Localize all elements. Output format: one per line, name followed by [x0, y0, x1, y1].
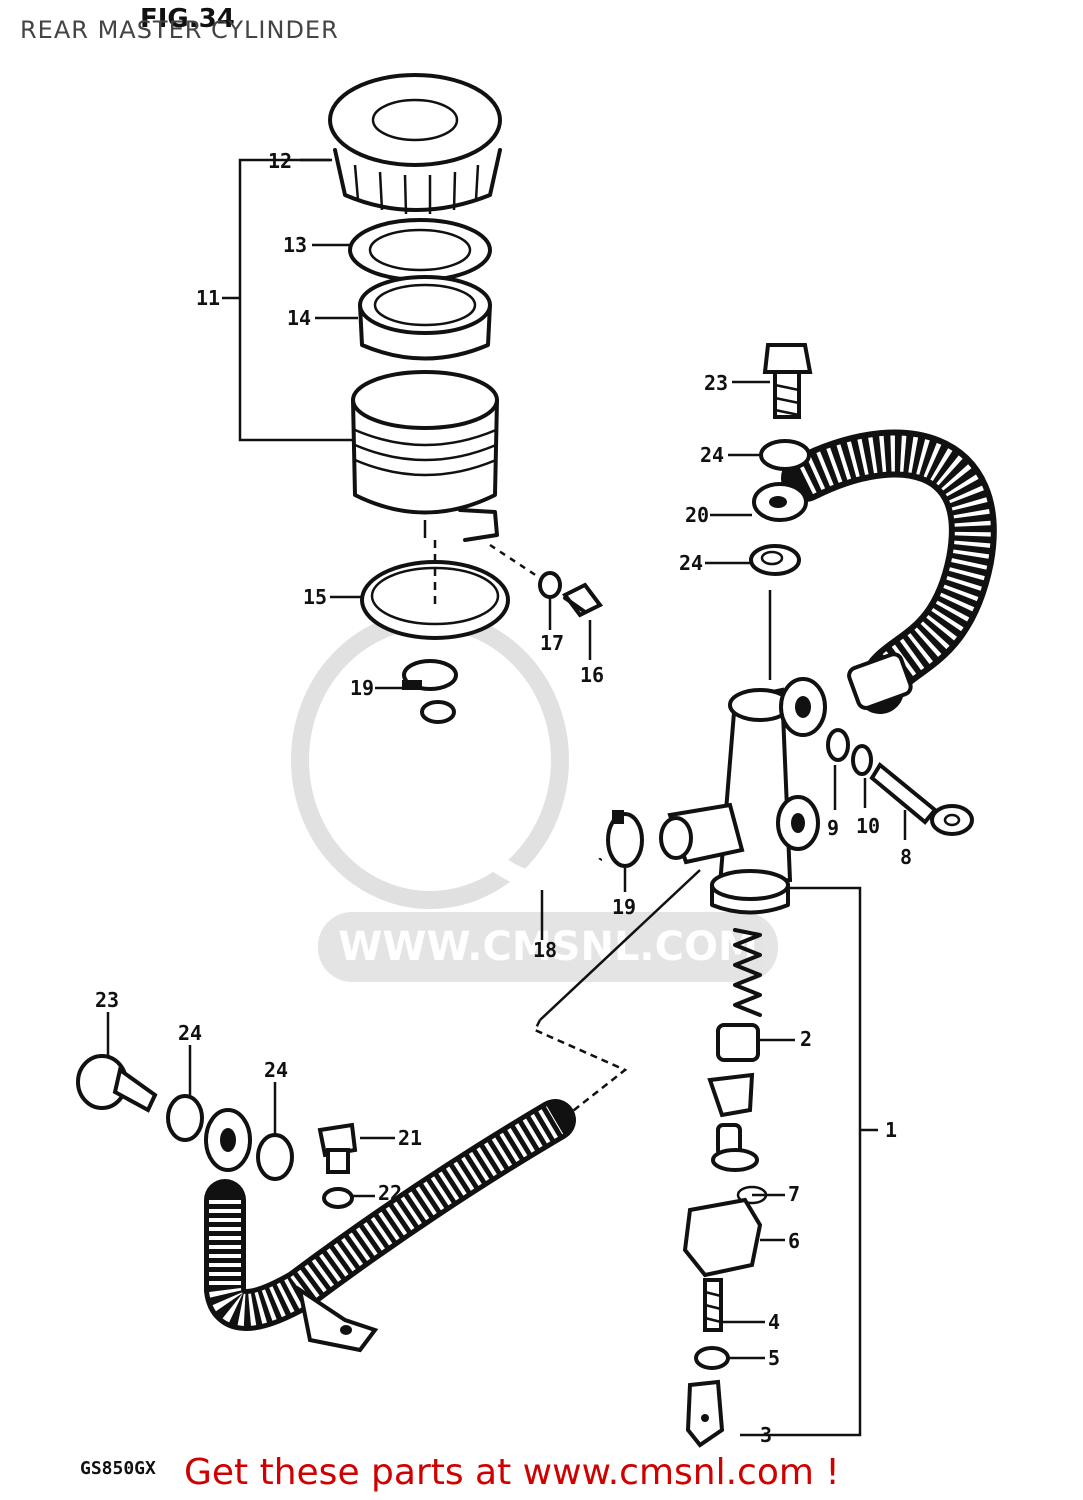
callout-22: 22 [378, 1181, 402, 1205]
reservoir-cap-part [328, 73, 502, 215]
master-cylinder-body-part [659, 677, 827, 915]
washer-17-part [538, 571, 562, 599]
callout-10: 10 [856, 814, 880, 838]
callout-15: 15 [303, 585, 327, 609]
banjo-bolt-lower-part [76, 1054, 158, 1113]
callout-labels: 12 13 11 14 15 17 16 19 23 24 20 24 9 10… [95, 149, 912, 1447]
washer-lower-24c [166, 1094, 204, 1142]
brake-hose-upper-part [752, 429, 997, 714]
group-11-bracket [222, 158, 355, 442]
washer-10-part [851, 744, 873, 776]
push-rod-4-part [703, 1278, 723, 1332]
callout-23-lower: 23 [95, 988, 119, 1012]
washer-upper-24b [749, 544, 801, 576]
callout-18: 18 [533, 938, 557, 962]
callout-4: 4 [768, 1310, 780, 1334]
diaphragm-part [358, 275, 492, 361]
nut-5-part [694, 1346, 730, 1370]
bolt-21-part [317, 1122, 358, 1174]
bolt-8-part [869, 762, 974, 836]
callout-1: 1 [885, 1118, 897, 1142]
callout-19-lower: 19 [612, 895, 636, 919]
washer-22-part [322, 1187, 354, 1209]
callout-6: 6 [788, 1229, 800, 1253]
reservoir-hose-part [420, 700, 608, 892]
callout-24-lower-d: 24 [264, 1058, 288, 1082]
page-title: REAR MASTER CYLINDER [20, 16, 339, 44]
banjo-bolt-upper-part [762, 343, 813, 419]
callout-24-upper-b: 24 [679, 551, 703, 575]
brake-hose-lower-part [204, 1099, 576, 1353]
callout-20: 20 [685, 503, 709, 527]
hose-clip-lower [606, 810, 644, 868]
callout-9: 9 [827, 816, 839, 840]
hose-clip-upper [402, 659, 458, 691]
callout-7: 7 [788, 1182, 800, 1206]
band-part [360, 540, 510, 640]
promo-link[interactable]: Get these parts at www.cmsnl.com ! [184, 1452, 840, 1493]
callout-14: 14 [287, 306, 311, 330]
callout-16: 16 [580, 663, 604, 687]
callout-24-lower-c: 24 [178, 1021, 202, 1045]
clevis-3-part [685, 1379, 725, 1448]
figure-stamp: FIG.34 [140, 4, 235, 34]
washer-9-part [826, 728, 850, 762]
watermark-text: WWW.CMSNL.COM [338, 924, 758, 970]
diaphragm-plate-part [348, 218, 492, 282]
callout-2: 2 [800, 1027, 812, 1051]
group-1-bracket [740, 886, 878, 1437]
callout-17: 17 [540, 631, 564, 655]
callout-13: 13 [283, 233, 307, 257]
spring-part [733, 928, 762, 1017]
callout-5: 5 [768, 1346, 780, 1370]
model-code: GS850GX [80, 1458, 156, 1479]
washer-lower-24d [256, 1133, 294, 1181]
reservoir-body-part [351, 370, 499, 542]
piston-part [707, 1072, 759, 1172]
cup-2-part [716, 1023, 760, 1062]
callout-12: 12 [268, 149, 292, 173]
callout-21: 21 [398, 1126, 422, 1150]
callout-3: 3 [760, 1423, 772, 1447]
callout-24-upper-a: 24 [700, 443, 724, 467]
bolt-16-part [561, 582, 604, 618]
washer-upper-24a [759, 439, 811, 471]
callout-23-upper: 23 [704, 371, 728, 395]
callout-19-upper: 19 [350, 676, 374, 700]
callout-11: 11 [196, 286, 220, 310]
callout-8: 8 [900, 845, 912, 869]
watermark: WWW.CMSNL.COM [291, 611, 778, 982]
boot-6-part [682, 1197, 763, 1278]
